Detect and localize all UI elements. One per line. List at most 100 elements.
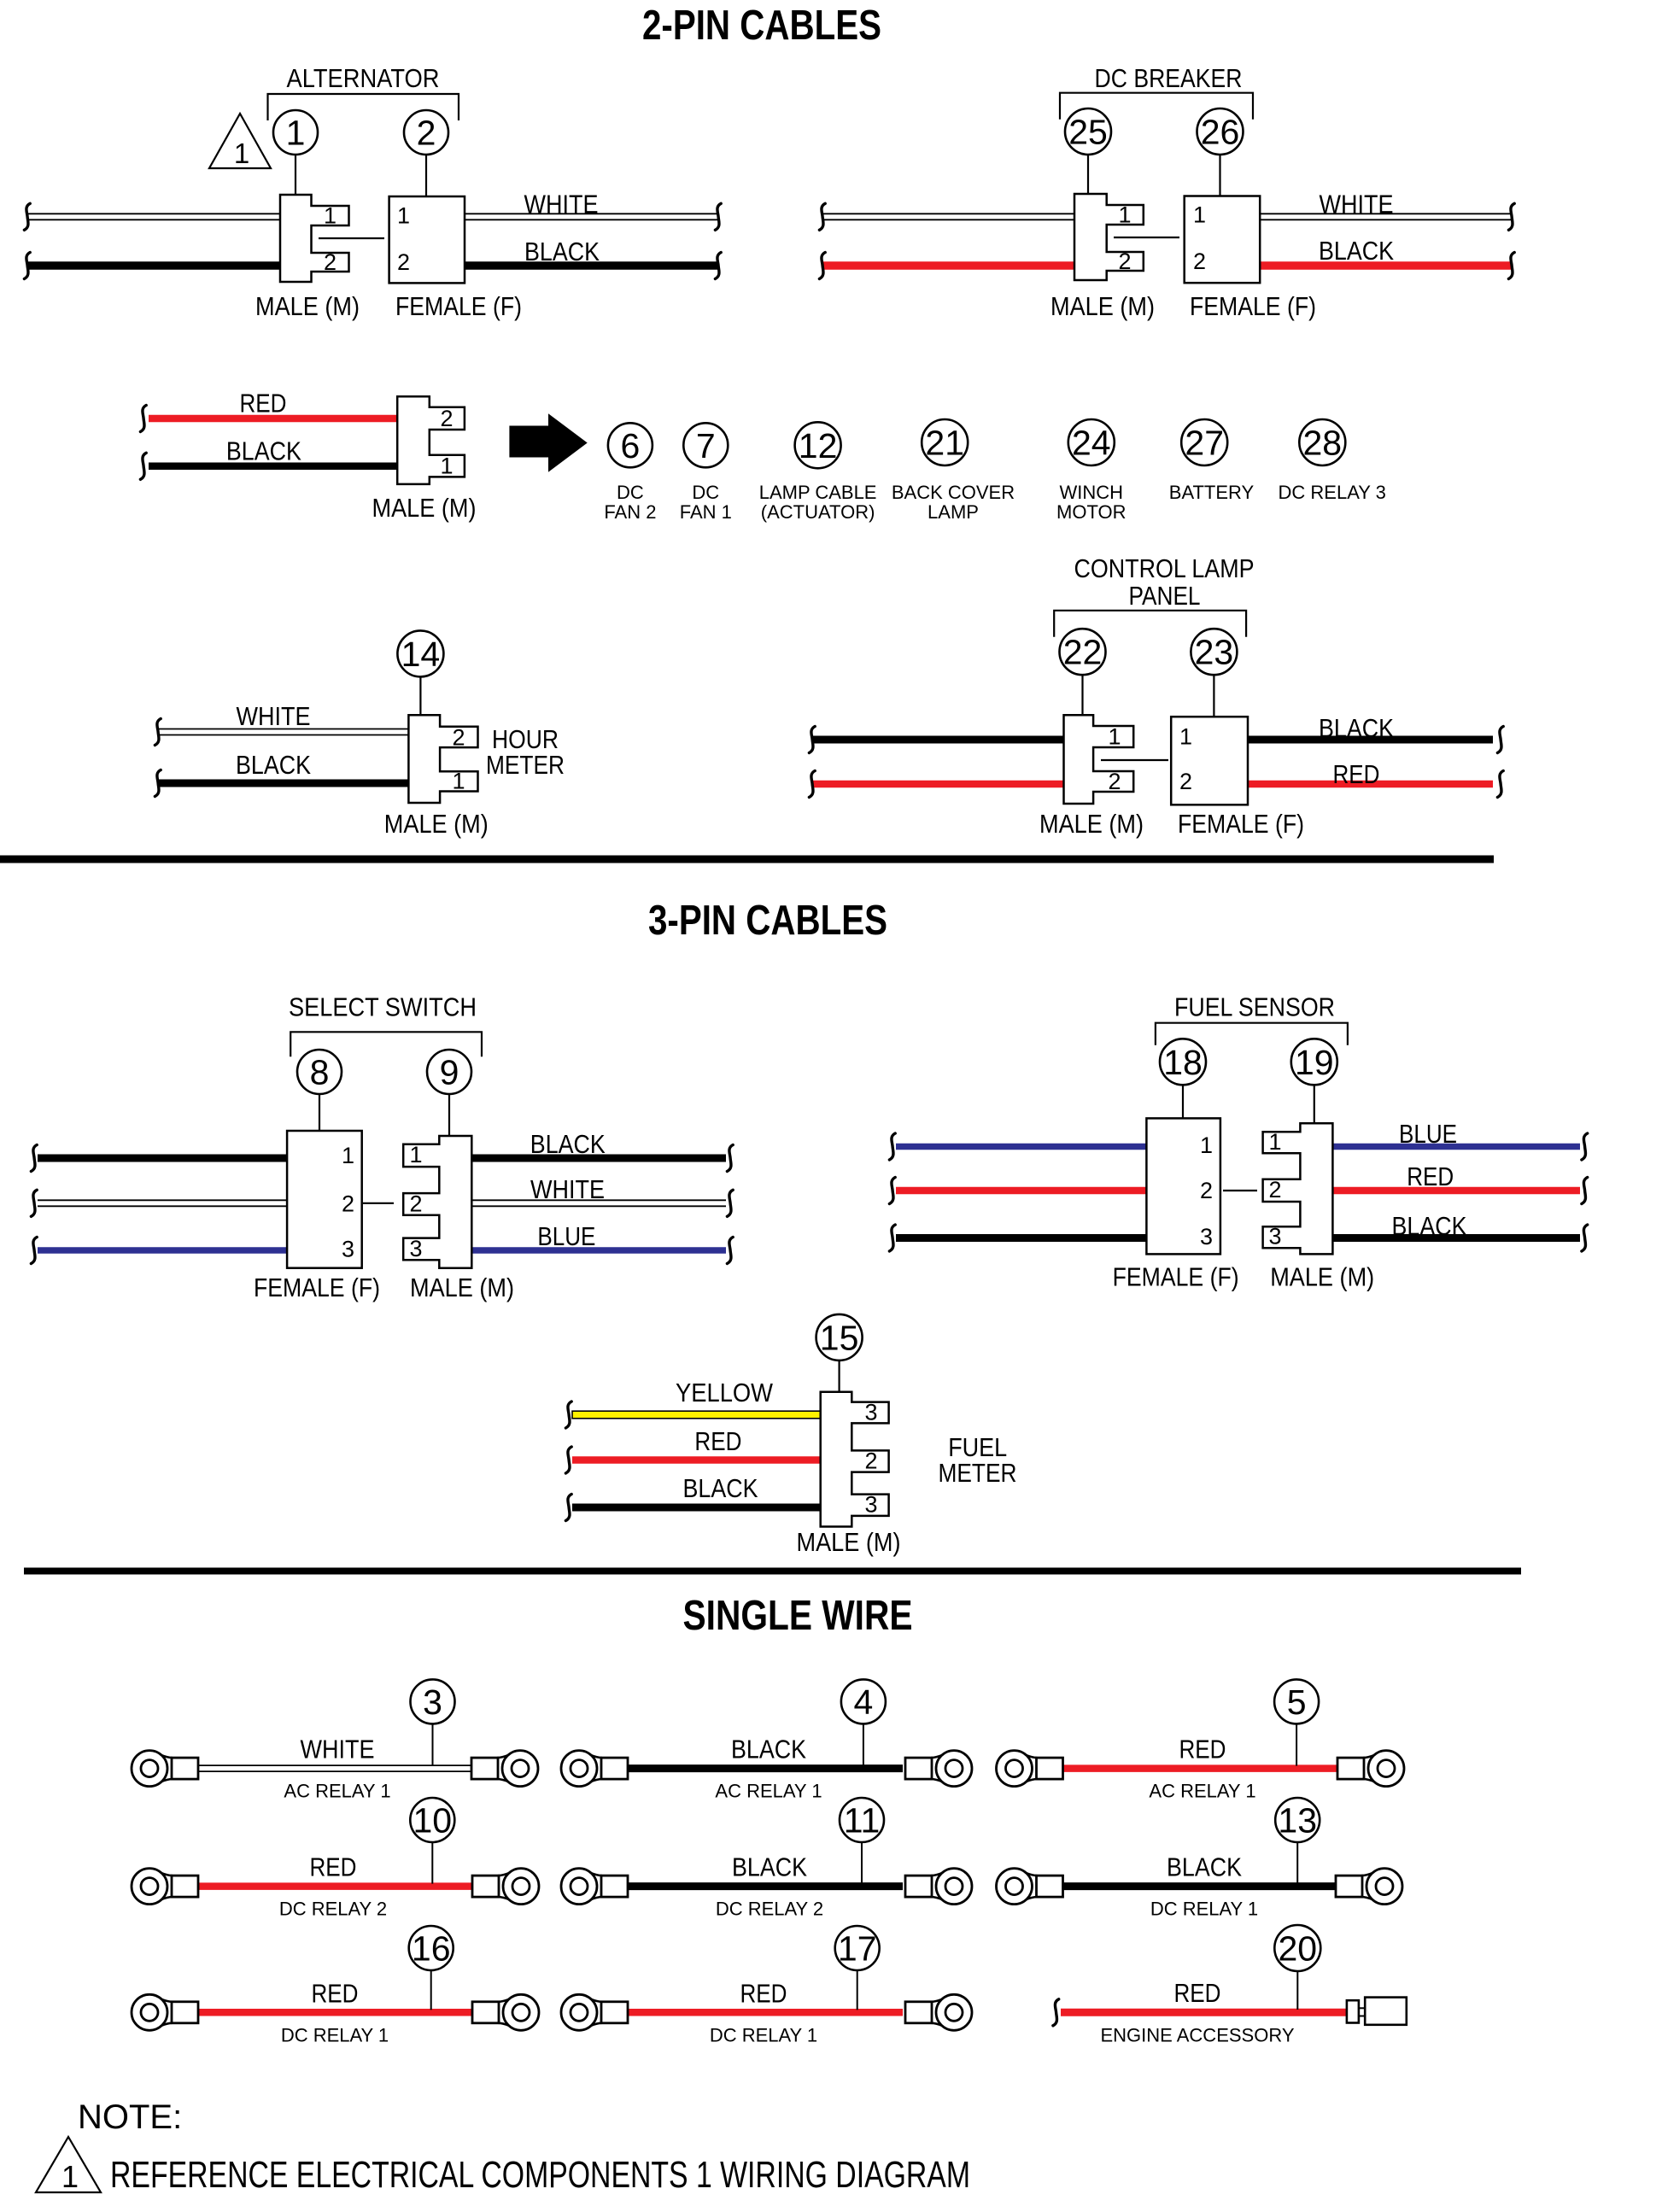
svg-text:25: 25 — [1068, 113, 1108, 152]
svg-text:28: 28 — [1302, 424, 1342, 463]
svg-text:BATTERY: BATTERY — [1169, 482, 1255, 503]
svg-text:REFERENCE ELECTRICAL COMPONENT: REFERENCE ELECTRICAL COMPONENTS 1 WIRING… — [110, 2154, 970, 2196]
svg-text:2: 2 — [1179, 769, 1192, 794]
svg-text:WHITE: WHITE — [237, 701, 311, 731]
svg-text:RED: RED — [1407, 1162, 1454, 1191]
svg-text:9: 9 — [440, 1053, 459, 1092]
svg-text:2: 2 — [1200, 1178, 1213, 1203]
svg-text:RED: RED — [1333, 759, 1380, 789]
svg-text:1: 1 — [397, 203, 410, 229]
svg-text:2: 2 — [1268, 1177, 1281, 1203]
svg-text:5: 5 — [1287, 1682, 1307, 1722]
svg-text:16: 16 — [412, 1929, 451, 1969]
svg-text:DC RELAY 1: DC RELAY 1 — [710, 2024, 817, 2045]
svg-text:3: 3 — [409, 1236, 422, 1261]
svg-text:SINGLE WIRE: SINGLE WIRE — [683, 1593, 913, 1639]
svg-text:LAMP CABLE: LAMP CABLE — [759, 482, 877, 503]
svg-text:1: 1 — [409, 1142, 422, 1167]
svg-text:2: 2 — [1108, 769, 1121, 794]
svg-text:BLACK: BLACK — [1392, 1211, 1467, 1241]
svg-text:MALE (M): MALE (M) — [1050, 291, 1155, 321]
svg-text:10: 10 — [413, 1801, 452, 1840]
svg-text:FUEL: FUEL — [948, 1432, 1007, 1462]
svg-text:LAMP: LAMP — [928, 501, 979, 523]
svg-text:3: 3 — [864, 1492, 877, 1518]
svg-text:12: 12 — [799, 426, 838, 465]
svg-text:RED: RED — [1174, 1978, 1221, 2008]
svg-text:1: 1 — [1200, 1132, 1213, 1158]
svg-text:WHITE: WHITE — [301, 1735, 375, 1764]
svg-text:DC: DC — [692, 482, 719, 503]
svg-text:FAN 2: FAN 2 — [604, 501, 656, 523]
svg-text:3-PIN CABLES: 3-PIN CABLES — [648, 898, 887, 944]
svg-text:BLACK: BLACK — [683, 1473, 758, 1503]
svg-text:6: 6 — [620, 426, 640, 465]
svg-text:1: 1 — [1108, 724, 1121, 750]
svg-text:AC RELAY 1: AC RELAY 1 — [1149, 1781, 1255, 1802]
svg-text:DC: DC — [617, 482, 644, 503]
svg-text:FEMALE (F): FEMALE (F) — [1113, 1262, 1239, 1292]
svg-text:RED: RED — [1179, 1735, 1226, 1764]
svg-text:BLACK: BLACK — [236, 750, 311, 780]
svg-text:BLACK: BLACK — [731, 1735, 806, 1764]
svg-text:2: 2 — [452, 725, 465, 751]
svg-text:MALE (M): MALE (M) — [372, 493, 477, 523]
svg-text:1: 1 — [342, 1143, 354, 1168]
svg-text:21: 21 — [925, 424, 964, 463]
svg-text:1: 1 — [324, 203, 336, 229]
svg-text:AC RELAY 1: AC RELAY 1 — [284, 1781, 390, 1802]
svg-text:FAN 1: FAN 1 — [680, 501, 732, 523]
svg-text:FEMALE (F): FEMALE (F) — [1178, 809, 1304, 839]
svg-text:8: 8 — [310, 1053, 330, 1092]
svg-text:PANEL: PANEL — [1129, 581, 1201, 611]
svg-text:MOTOR: MOTOR — [1056, 501, 1126, 523]
svg-text:MALE (M): MALE (M) — [797, 1527, 901, 1557]
svg-text:DC RELAY 2: DC RELAY 2 — [716, 1899, 823, 1920]
svg-text:3: 3 — [423, 1682, 442, 1722]
svg-text:2: 2 — [864, 1448, 877, 1474]
svg-text:17: 17 — [838, 1929, 877, 1969]
svg-text:1: 1 — [440, 454, 453, 479]
svg-text:RED: RED — [310, 1852, 357, 1882]
svg-text:DC RELAY 2: DC RELAY 2 — [279, 1899, 387, 1920]
svg-text:2: 2 — [324, 249, 336, 275]
svg-text:RED: RED — [740, 1978, 787, 2008]
svg-text:2: 2 — [417, 114, 436, 153]
svg-text:1: 1 — [1268, 1129, 1281, 1155]
svg-text:11: 11 — [844, 1801, 881, 1840]
svg-text:METER: METER — [939, 1458, 1017, 1488]
svg-text:3: 3 — [1200, 1224, 1213, 1249]
svg-text:22: 22 — [1063, 633, 1103, 672]
svg-text:23: 23 — [1195, 633, 1234, 672]
svg-text:1: 1 — [286, 114, 306, 153]
svg-text:3: 3 — [342, 1237, 354, 1262]
svg-text:BLACK: BLACK — [226, 436, 301, 466]
svg-text:2: 2 — [397, 249, 410, 275]
svg-text:WHITE: WHITE — [530, 1174, 605, 1204]
svg-text:19: 19 — [1295, 1043, 1334, 1082]
svg-text:BLACK: BLACK — [530, 1129, 606, 1159]
svg-text:4: 4 — [853, 1682, 873, 1722]
svg-text:15: 15 — [820, 1318, 859, 1357]
svg-text:DC BREAKER: DC BREAKER — [1095, 63, 1243, 93]
svg-text:2: 2 — [342, 1191, 354, 1217]
svg-text:13: 13 — [1278, 1801, 1317, 1840]
svg-text:METER: METER — [486, 750, 565, 780]
svg-text:BLACK: BLACK — [732, 1852, 807, 1882]
svg-text:2: 2 — [1193, 249, 1206, 274]
svg-text:1: 1 — [452, 769, 465, 794]
svg-text:MALE (M): MALE (M) — [410, 1273, 514, 1302]
svg-text:MALE (M): MALE (M) — [1270, 1262, 1374, 1292]
svg-text:27: 27 — [1185, 424, 1224, 463]
svg-text:NOTE:: NOTE: — [78, 2098, 182, 2136]
svg-text:2: 2 — [440, 406, 453, 431]
svg-text:(ACTUATOR): (ACTUATOR) — [761, 501, 875, 523]
svg-text:1: 1 — [1193, 202, 1206, 228]
svg-text:RED: RED — [240, 389, 287, 418]
svg-text:FUEL SENSOR: FUEL SENSOR — [1174, 992, 1335, 1022]
svg-text:ALTERNATOR: ALTERNATOR — [287, 63, 440, 93]
svg-text:FEMALE (F): FEMALE (F) — [1190, 291, 1316, 321]
svg-text:BLUE: BLUE — [1399, 1119, 1457, 1149]
svg-text:1: 1 — [61, 2159, 79, 2194]
svg-text:20: 20 — [1278, 1929, 1317, 1969]
